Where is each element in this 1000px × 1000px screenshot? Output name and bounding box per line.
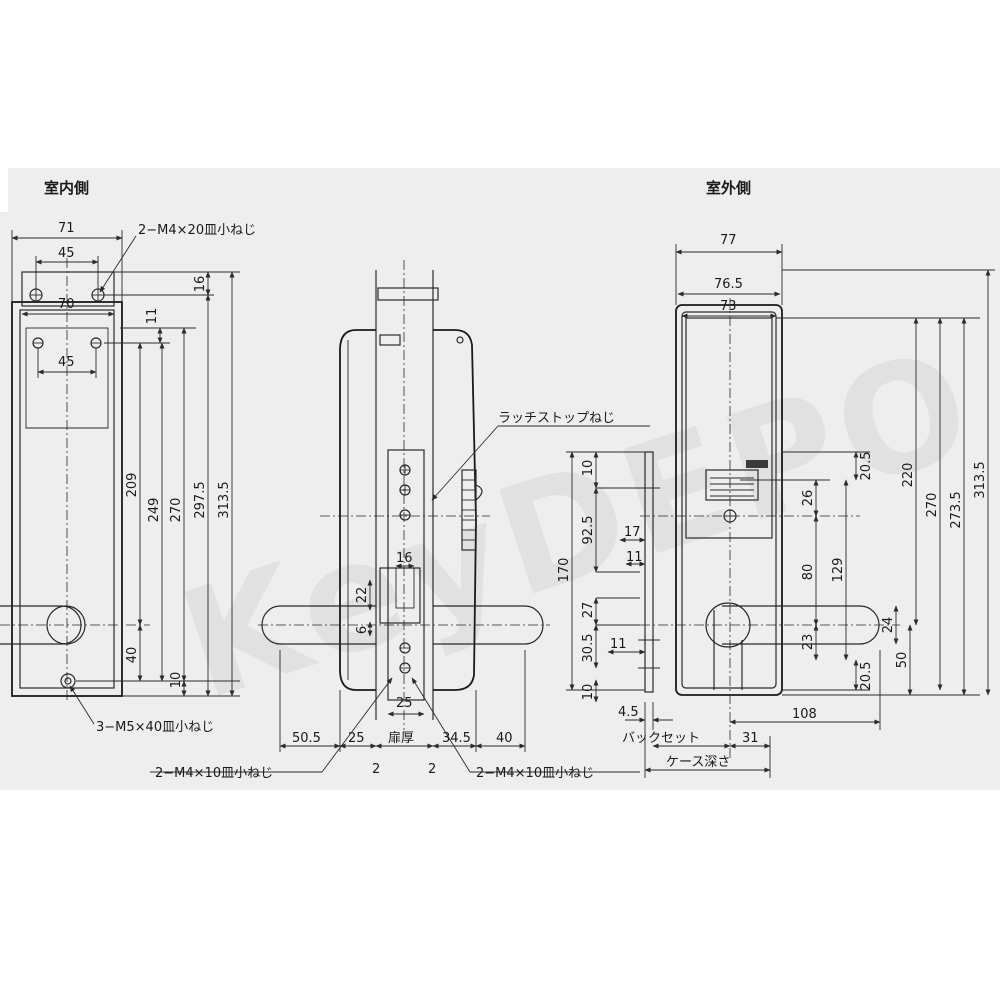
dimension-label-h10: 10: [169, 672, 184, 689]
dimension-label-top_screw: 2−M4×20皿小ねじ: [138, 223, 256, 238]
dimension-label-v925: 92.5: [581, 516, 596, 545]
brand-badge: [746, 460, 768, 468]
dimension-label-r50: 50: [895, 652, 910, 669]
dimension-label-latch: ラッチストップねじ: [498, 411, 615, 426]
dimension-label-h297: 297.5: [193, 481, 208, 518]
dimension-label-door: 扉厚: [388, 730, 414, 746]
dimension-label-case_depth: ケース深さ: [666, 755, 730, 770]
outdoor-title: 室外側: [706, 179, 751, 197]
dimension-label-h40: 40: [125, 647, 140, 664]
dimension-label-v10b: 10: [581, 684, 596, 701]
dimension-label-left_screw: 2−M4×10皿小ねじ: [155, 766, 273, 781]
dimension-label-w73: 73: [720, 299, 737, 314]
dimension-label-d40: 40: [496, 731, 513, 746]
screw-icon: [399, 464, 411, 674]
dimension-label-v11a: 11: [626, 550, 643, 565]
dimension-label-r80: 80: [801, 564, 816, 581]
dimension-label-d2b: 2: [428, 762, 436, 777]
dimension-label-d16: 16: [396, 551, 413, 566]
dimension-label-h209: 209: [125, 473, 140, 498]
dimension-label-d25b: 25: [396, 696, 413, 711]
dimension-label-r129: 129: [831, 558, 846, 583]
outdoor-view: 室外側 77 76.5 73: [557, 179, 995, 778]
dimension-label-h16: 16: [193, 276, 208, 293]
outdoor-body: [675, 304, 783, 696]
dimension-label-h270: 270: [169, 498, 184, 523]
dimension-label-w71: 71: [58, 221, 75, 236]
dimension-label-v305: 30.5: [581, 634, 596, 663]
dimension-label-w45b: 45: [58, 355, 75, 370]
dimension-label-r205a: 20.5: [859, 452, 874, 481]
dimension-label-r26: 26: [801, 490, 816, 507]
dimension-label-h313: 313.5: [217, 481, 232, 518]
side-latch-case: [387, 449, 425, 701]
dimension-label-v10a: 10: [581, 460, 596, 477]
dimension-label-w70: 70: [58, 297, 75, 312]
dimension-label-r24: 24: [881, 617, 896, 634]
dimension-label-r23: 23: [801, 634, 816, 651]
indoor-title: 室内側: [44, 179, 89, 197]
dimension-label-d505: 50.5: [292, 731, 321, 746]
dimension-label-right_screw: 2−M4×10皿小ねじ: [476, 766, 594, 781]
dimension-label-d22: 22: [355, 587, 370, 604]
sheet-left-tab: [0, 168, 8, 212]
dimension-label-v45: 4.5: [618, 705, 639, 720]
indoor-view: 室内側 71 45 70 45: [0, 179, 256, 735]
dimension-label-r205b: 20.5: [859, 662, 874, 691]
dimension-label-w77: 77: [720, 233, 737, 248]
dimension-label-bottom_screw: 3−M5×40皿小ねじ: [96, 720, 214, 735]
dimension-label-r220: 220: [901, 463, 916, 488]
dimension-label-v27: 27: [581, 602, 596, 619]
side-indoor-body: [339, 329, 376, 691]
dimension-label-r108: 108: [792, 707, 817, 722]
dimension-label-r270: 270: [925, 493, 940, 518]
dimension-label-d25: 25: [348, 731, 365, 746]
dimension-label-w765: 76.5: [714, 277, 743, 292]
dimension-label-r2735: 273.5: [949, 491, 964, 528]
dimension-label-d6: 6: [355, 626, 370, 634]
dimension-label-h249: 249: [147, 498, 162, 523]
side-view: 16 22 6 25 50.5 25 扉厚 34.5 40 2 2 ラッチストッ…: [150, 260, 650, 781]
dimension-label-v11b: 11: [610, 637, 627, 652]
dimension-label-v170: 170: [557, 558, 572, 583]
dimension-label-d2a: 2: [372, 762, 380, 777]
dimension-label-r3135: 313.5: [973, 461, 988, 498]
dimension-label-w45a: 45: [58, 246, 75, 261]
dimension-label-h11: 11: [145, 308, 160, 325]
dimension-label-d345: 34.5: [442, 731, 471, 746]
dimension-label-v17: 17: [624, 525, 641, 540]
dimension-label-backset: バックセット: [622, 731, 700, 746]
dimension-label-r31: 31: [742, 731, 759, 746]
